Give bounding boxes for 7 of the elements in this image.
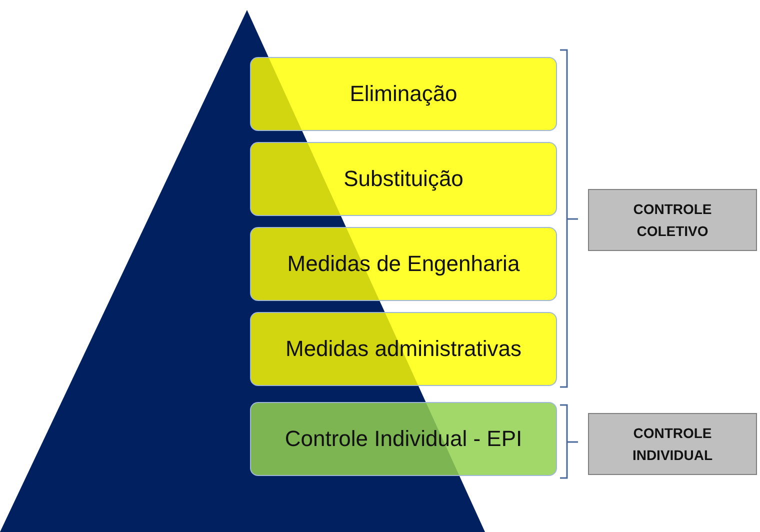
- level-box: Controle Individual - EPI: [250, 402, 557, 476]
- level-box: Eliminação: [250, 57, 557, 131]
- level-box: Medidas de Engenharia: [250, 227, 557, 301]
- group-label-box: CONTROLE COLETIVO: [588, 189, 757, 251]
- group-label-box: CONTROLE INDIVIDUAL: [588, 413, 757, 475]
- level-box: Substituição: [250, 142, 557, 216]
- level-box: Medidas administrativas: [250, 312, 557, 386]
